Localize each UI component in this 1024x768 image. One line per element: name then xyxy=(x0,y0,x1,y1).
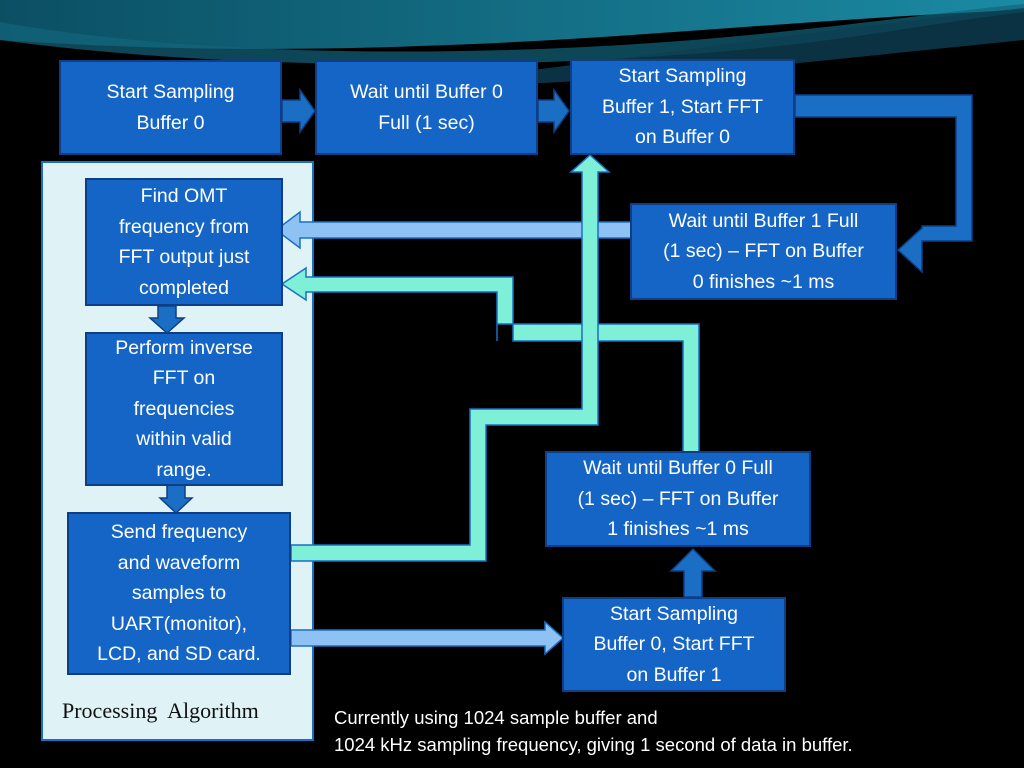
panel-label: Processing Algorithm xyxy=(62,698,259,723)
wait-buffer-0-full-fft-1-text: Wait until Buffer 0 Full (1 sec) – FFT o… xyxy=(577,457,779,541)
arrow-find-to-inverse xyxy=(148,305,186,335)
start-sampling-buffer-0-text: Start Sampling Buffer 0 xyxy=(106,81,235,134)
wait-buffer-0-full-box: Wait until Buffer 0 Full (1 sec) xyxy=(315,60,538,155)
arrow-send-to-start0fft1 xyxy=(290,620,565,656)
send-frequency-waveform-text: Send frequency and waveform samples to U… xyxy=(97,521,261,666)
arrow-start0fft1-to-wait0fft1 xyxy=(669,547,717,598)
start-sampling-buffer-1-fft-0-text: Start Sampling Buffer 1, Start FFT on Bu… xyxy=(601,65,764,149)
wait-buffer-0-full-fft-1-box: Wait until Buffer 0 Full (1 sec) – FFT o… xyxy=(545,451,811,547)
arrow-wait1-to-find xyxy=(274,210,632,250)
start-sampling-buffer-0-fft-1-text: Start Sampling Buffer 0, Start FFT on Bu… xyxy=(593,602,755,686)
arrow-start0-to-wait0 xyxy=(281,87,316,135)
find-omt-frequency-text: Find OMT frequency from FFT output just … xyxy=(118,185,250,299)
arrow-wait0fft1-to-find xyxy=(280,266,700,453)
start-sampling-buffer-0-fft-1-box: Start Sampling Buffer 0, Start FFT on Bu… xyxy=(562,597,786,692)
perform-inverse-fft-text: Perform inverse FFT on frequencies withi… xyxy=(115,336,253,481)
arrow-wait0-to-start1 xyxy=(537,87,570,135)
start-sampling-buffer-1-fft-0-box: Start Sampling Buffer 1, Start FFT on Bu… xyxy=(570,59,795,155)
perform-inverse-fft-box: Perform inverse FFT on frequencies withi… xyxy=(85,332,283,486)
arrow-send-to-start1 xyxy=(290,153,611,562)
footnote-text: Currently using 1024 sample buffer and 1… xyxy=(334,707,853,755)
wait-buffer-0-full-text: Wait until Buffer 0 Full (1 sec) xyxy=(350,81,503,134)
header-swoosh xyxy=(0,0,1024,88)
send-frequency-waveform-box: Send frequency and waveform samples to U… xyxy=(67,512,291,675)
find-omt-frequency-box: Find OMT frequency from FFT output just … xyxy=(85,178,283,306)
wait-buffer-1-full-text: Wait until Buffer 1 Full (1 sec) – FFT o… xyxy=(663,209,864,293)
start-sampling-buffer-0-box: Start Sampling Buffer 0 xyxy=(59,60,282,155)
arrow-inverse-to-send xyxy=(158,484,194,515)
wait-buffer-1-full-box: Wait until Buffer 1 Full (1 sec) – FFT o… xyxy=(630,203,897,300)
arrow-start1-to-wait1 xyxy=(794,94,973,274)
